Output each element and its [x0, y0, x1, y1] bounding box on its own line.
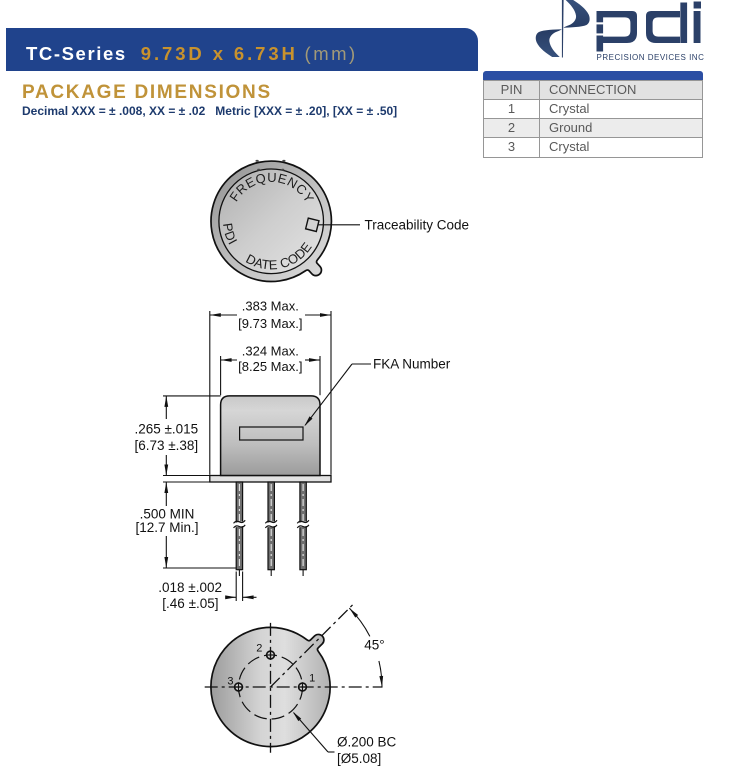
svg-text:3: 3	[227, 675, 233, 687]
svg-text:[.46 ±.05]: [.46 ±.05]	[162, 596, 218, 611]
svg-text:Traceability Code: Traceability Code	[365, 217, 470, 232]
svg-text:PDI: PDI	[220, 222, 241, 247]
svg-text:[Ø5.08]: [Ø5.08]	[337, 751, 381, 766]
svg-text:2: 2	[256, 642, 262, 654]
svg-text:[9.73 Max.]: [9.73 Max.]	[238, 316, 302, 331]
svg-text:.324 Max.: .324 Max.	[242, 344, 299, 359]
svg-text:45°: 45°	[364, 638, 384, 653]
svg-text:PRECISION DEVICES INC: PRECISION DEVICES INC	[597, 53, 705, 62]
svg-text:[12.7 Min.]: [12.7 Min.]	[135, 520, 198, 535]
svg-text:Ø.200 BC: Ø.200 BC	[337, 734, 397, 749]
svg-text:.383 Max.: .383 Max.	[242, 299, 299, 314]
svg-text:FKA Number: FKA Number	[373, 357, 451, 372]
svg-text:.018 ±.002: .018 ±.002	[158, 580, 222, 595]
svg-text:[6.73 ±.38]: [6.73 ±.38]	[134, 438, 198, 453]
svg-text:[8.25 Max.]: [8.25 Max.]	[238, 359, 302, 374]
svg-text:.265 ±.015: .265 ±.015	[134, 421, 198, 436]
svg-text:1: 1	[309, 672, 315, 684]
svg-text:.500 MIN: .500 MIN	[140, 506, 195, 521]
